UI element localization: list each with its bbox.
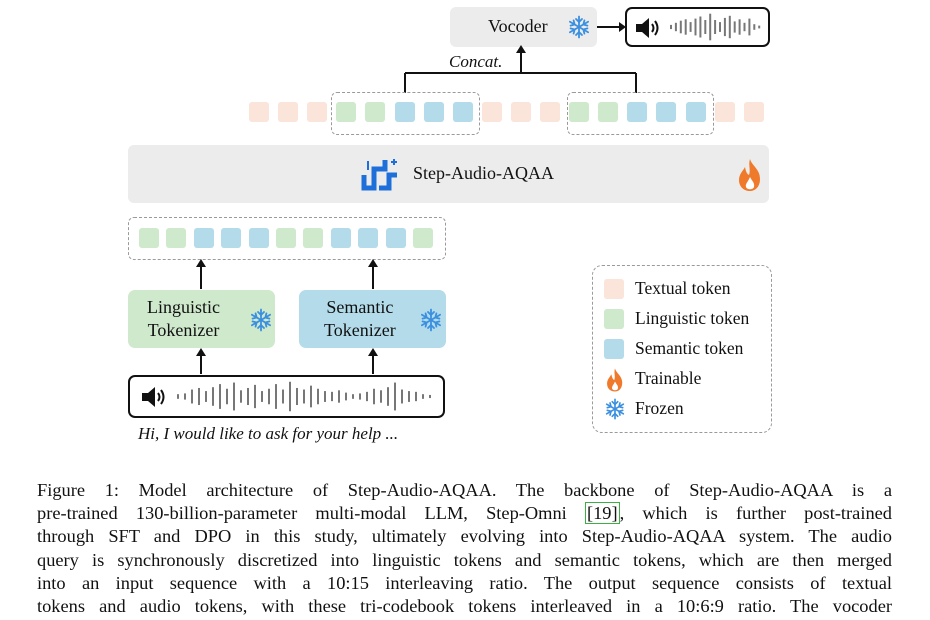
step-logo-icon [361, 157, 401, 196]
citation-link[interactable]: [19] [584, 502, 620, 525]
semantic-token [358, 228, 379, 248]
semantic-token [193, 228, 214, 248]
output-audio-group-1 [331, 92, 480, 135]
semantic-token [452, 102, 473, 122]
caption-line: Figure 1: Model architecture of Step-Aud… [37, 480, 892, 500]
semantic-token [394, 102, 415, 122]
snowflake-icon [249, 308, 273, 337]
textual-token [714, 102, 735, 122]
flame-icon [735, 157, 765, 198]
linguistic-token [598, 102, 619, 122]
linguistic-token [336, 102, 357, 122]
caption-line: tokens and audio tokens, with these tri-… [37, 596, 892, 617]
output-audio-box [625, 7, 770, 47]
legend-label: Semantic token [635, 338, 744, 358]
linguistic-token [166, 228, 187, 248]
semantic-token [248, 228, 269, 248]
semantic-token [656, 102, 677, 122]
model-label: Step-Audio-AQAA [413, 163, 554, 183]
snowflake-icon [567, 15, 591, 44]
legend-label: Textual token [635, 278, 731, 298]
model-box: Step-Audio-AQAA [128, 145, 769, 203]
concat-label: Concat. [449, 52, 503, 71]
textual-token [481, 102, 502, 122]
semantic-token [330, 228, 351, 248]
semantic-token [221, 228, 242, 248]
caption-line: pre-trained 130-billion-parameter multi-… [37, 502, 892, 525]
semantic-tokenizer-box: Semantic Tokenizer [299, 290, 446, 348]
speaker-icon [139, 385, 169, 414]
speaker-icon [634, 16, 662, 45]
textual-token [307, 102, 328, 122]
textual-token [540, 102, 560, 122]
input-token-group [128, 217, 446, 260]
tokenizer-arrows-up [196, 259, 378, 289]
query-text: Hi, I would like to ask for your help ..… [138, 424, 399, 443]
legend-swatch [604, 339, 624, 359]
textual-token [743, 102, 764, 122]
linguistic-tokenizer-label: Linguistic Tokenizer [147, 297, 220, 340]
snowflake-icon [604, 398, 626, 425]
caption-line: query is synchronously discretized into … [37, 549, 892, 570]
semantic-tokenizer-label: Semantic Tokenizer [324, 297, 396, 340]
semantic-token [685, 102, 706, 122]
figure-caption: Figure 1: Model architecture of Step-Aud… [37, 479, 892, 618]
textual-token [278, 102, 299, 122]
vocoder-output-arrow [597, 22, 626, 32]
semantic-token [627, 102, 648, 122]
linguistic-token [365, 102, 386, 122]
legend-label: Trainable [635, 368, 702, 388]
linguistic-token [276, 228, 296, 248]
textual-token [510, 102, 531, 122]
legend-label: Linguistic token [635, 308, 750, 328]
legend-label: Frozen [635, 398, 684, 418]
input-waveform [177, 381, 431, 412]
vocoder-label: Vocoder [488, 16, 548, 36]
snowflake-icon [419, 308, 443, 337]
linguistic-token [139, 228, 159, 248]
vocoder-box: Vocoder [450, 7, 597, 47]
concat-connector [404, 45, 637, 93]
linguistic-tokenizer-box: Linguistic Tokenizer [128, 290, 275, 348]
output-waveform [670, 13, 761, 41]
legend-swatch [604, 309, 624, 329]
textual-token [249, 102, 269, 122]
legend-swatch [604, 279, 624, 299]
caption-line: through SFT and DPO in this study, ultim… [37, 526, 892, 547]
linguistic-token [413, 228, 433, 248]
output-audio-group-2 [567, 92, 714, 135]
linguistic-token [569, 102, 590, 122]
semantic-token [423, 102, 444, 122]
caption-line: into an input sequence with a 10:15 inte… [37, 572, 892, 593]
linguistic-token [303, 228, 324, 248]
semantic-token [385, 228, 406, 248]
input-audio-box [128, 375, 445, 418]
audio-arrows-up [196, 348, 378, 374]
flame-icon [604, 367, 626, 398]
legend [592, 265, 772, 433]
